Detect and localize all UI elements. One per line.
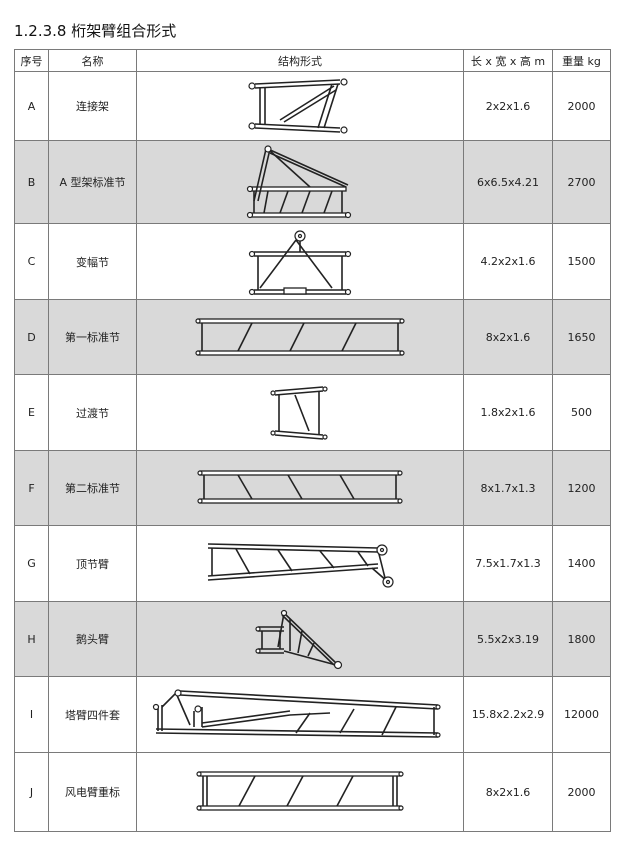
row-dims: 5.5x2x3.19	[463, 601, 553, 677]
header-form: 结构形式	[136, 49, 464, 72]
truss-jib-table: 序号 名称 结构形式 长 x 宽 x 高 m 重量 kg A 连接架	[14, 49, 611, 832]
row-index: I	[14, 676, 49, 753]
row-dims: 8x2x1.6	[463, 752, 553, 832]
wind-power-heavy-standard-section-icon	[196, 771, 404, 811]
tower-jib-four-piece-set-icon	[152, 688, 441, 738]
row-index: D	[14, 299, 49, 375]
header-name: 名称	[48, 49, 137, 72]
row-dims: 8x1.7x1.3	[463, 450, 553, 526]
row-index: F	[14, 450, 49, 526]
row-weight: 1500	[552, 223, 611, 300]
table-row: D 第一标准节 8x2x1.6 1650	[14, 299, 611, 375]
row-name: 鹅头臂	[48, 601, 137, 677]
page-title: 1.2.3.8 桁架臂组合形式	[14, 22, 177, 40]
row-weight: 1800	[552, 601, 611, 677]
row-name: 过渡节	[48, 374, 137, 451]
table-row: B A 型架标准节 6x6.5x4.21 2700	[14, 140, 611, 224]
row-index: B	[14, 140, 49, 224]
table-row: C 变幅节 4.2x2x1.6 1500	[14, 223, 611, 300]
row-dims: 8x2x1.6	[463, 299, 553, 375]
luffing-section-icon	[248, 229, 352, 295]
row-dims: 7.5x1.7x1.3	[463, 525, 553, 602]
row-index: H	[14, 601, 49, 677]
header-dims: 长 x 宽 x 高 m	[463, 49, 553, 72]
row-name: 连接架	[48, 71, 137, 141]
row-name: 塔臂四件套	[48, 676, 137, 753]
row-dims: 4.2x2x1.6	[463, 223, 553, 300]
row-name: 第一标准节	[48, 299, 137, 375]
row-name: 风电臂重标	[48, 752, 137, 832]
row-name: 顶节臂	[48, 525, 137, 602]
table-row: I 塔臂四件套 15.8x2.2x2.9	[14, 676, 611, 753]
table-row: H 鹅头臂 5.5x2x3.19 1800	[14, 601, 611, 677]
row-index: A	[14, 71, 49, 141]
row-dims: 15.8x2.2x2.9	[463, 676, 553, 753]
row-weight: 2000	[552, 71, 611, 141]
connecting-frame-icon	[248, 78, 348, 134]
row-dims: 1.8x2x1.6	[463, 374, 553, 451]
table-row: F 第二标准节 8x1.7x1.3 1200	[14, 450, 611, 526]
row-name: A 型架标准节	[48, 140, 137, 224]
row-index: G	[14, 525, 49, 602]
second-standard-section-icon	[197, 470, 403, 504]
header-index: 序号	[14, 49, 49, 72]
table-row: J 风电臂重标 8x2x1.6 2000	[14, 752, 611, 832]
table-row: A 连接架 2x2x1.6 2000	[14, 71, 611, 141]
transition-section-icon	[270, 385, 328, 440]
a-frame-standard-section-icon	[246, 145, 352, 219]
row-dims: 6x6.5x4.21	[463, 140, 553, 224]
row-weight: 1200	[552, 450, 611, 526]
row-weight: 2700	[552, 140, 611, 224]
header-weight: 重量 kg	[552, 49, 611, 72]
row-weight: 1400	[552, 525, 611, 602]
row-index: J	[14, 752, 49, 832]
top-jib-icon	[207, 542, 394, 588]
row-weight: 1650	[552, 299, 611, 375]
table-row: E 过渡节 1.8x2x1.6 500	[14, 374, 611, 451]
row-weight: 500	[552, 374, 611, 451]
table-row: G 顶节臂 7.5x1.7x1.3 1400	[14, 525, 611, 602]
row-weight: 12000	[552, 676, 611, 753]
row-name: 第二标准节	[48, 450, 137, 526]
gooseneck-jib-icon	[255, 609, 343, 670]
row-name: 变幅节	[48, 223, 137, 300]
row-index: E	[14, 374, 49, 451]
row-index: C	[14, 223, 49, 300]
table-header-row: 序号 名称 结构形式 长 x 宽 x 高 m 重量 kg	[14, 49, 611, 72]
row-dims: 2x2x1.6	[463, 71, 553, 141]
row-weight: 2000	[552, 752, 611, 832]
first-standard-section-icon	[195, 318, 405, 356]
